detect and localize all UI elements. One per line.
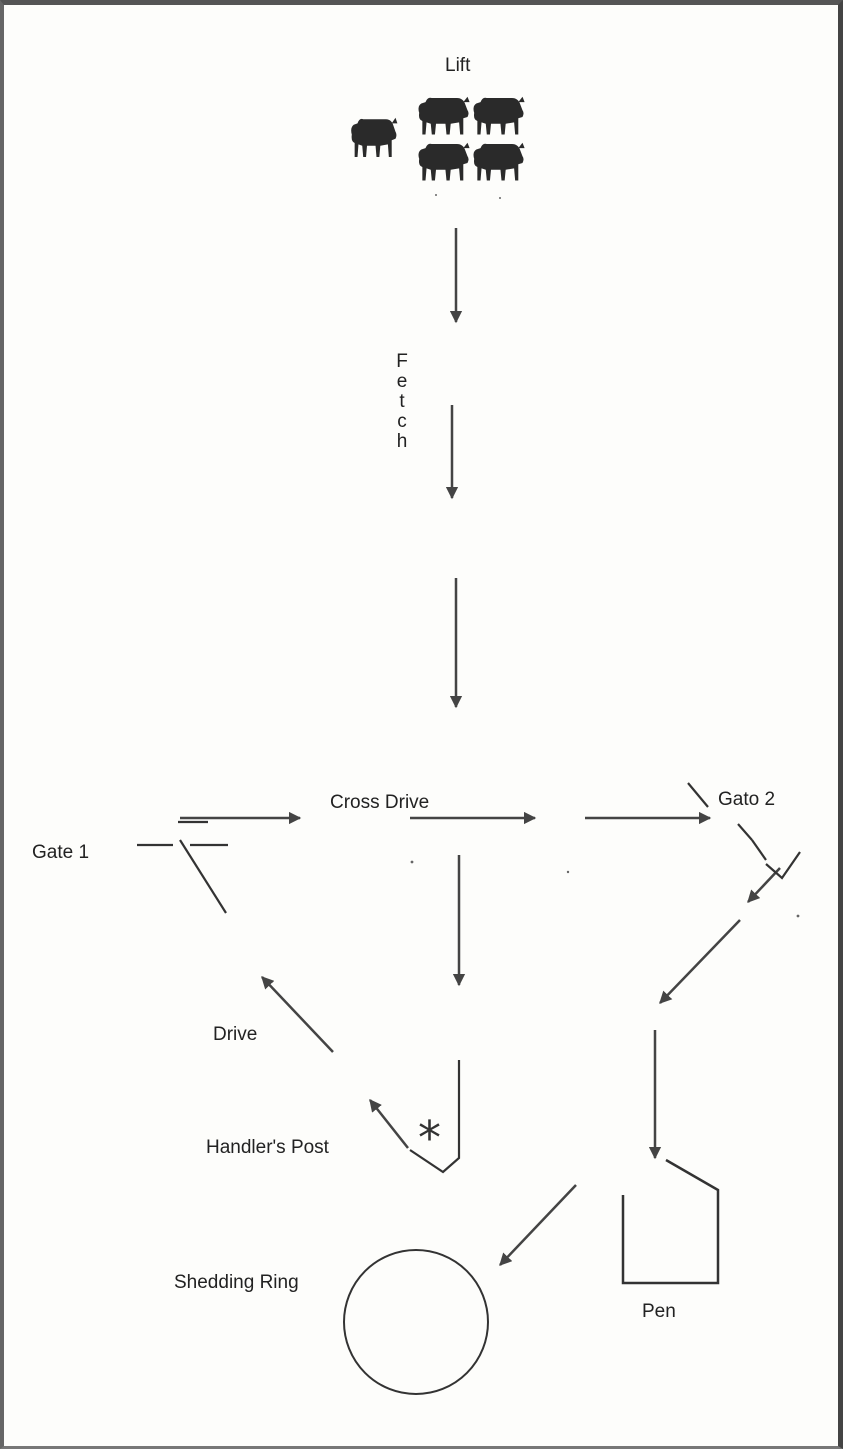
pen-label: Pen — [642, 1301, 676, 1322]
shed-arrow — [499, 1184, 577, 1266]
shedding-ring-label: Shedding Ring — [174, 1272, 299, 1293]
shedding-ring — [343, 1249, 489, 1395]
handlers-post-marker — [409, 1060, 461, 1174]
gate-2 — [687, 782, 801, 880]
gate-1-label: Gate 1 — [32, 842, 90, 863]
handler-post-asterisk: * — [418, 1111, 441, 1165]
sheep-flock — [351, 96, 525, 181]
fetch-letter: F — [396, 351, 408, 372]
sheep-icon — [351, 117, 398, 157]
sheep-icon — [473, 96, 525, 135]
cross-drive-label: Cross Drive — [330, 792, 430, 813]
handlers-post-label: Handler's Post — [206, 1137, 329, 1158]
sheep-icon — [418, 96, 470, 135]
pen-enclosure — [621, 1158, 720, 1285]
handler-arrow — [369, 1099, 409, 1149]
lift-label: Lift — [445, 55, 471, 76]
drive-label: Drive — [213, 1024, 258, 1045]
gate2-arrow-2 — [659, 919, 741, 1004]
gate-1 — [137, 820, 228, 914]
fetch-letter: e — [396, 371, 408, 392]
fetch-letter: c — [397, 411, 407, 432]
gate-2-label: Gato 2 — [718, 789, 776, 810]
gate2-arrow-1 — [747, 867, 781, 903]
fetch-letter: t — [399, 391, 405, 412]
drive-arrow — [261, 976, 334, 1053]
sheep-icon — [418, 142, 470, 181]
fetch-letter: h — [396, 431, 408, 452]
sheep-icon — [473, 142, 525, 181]
